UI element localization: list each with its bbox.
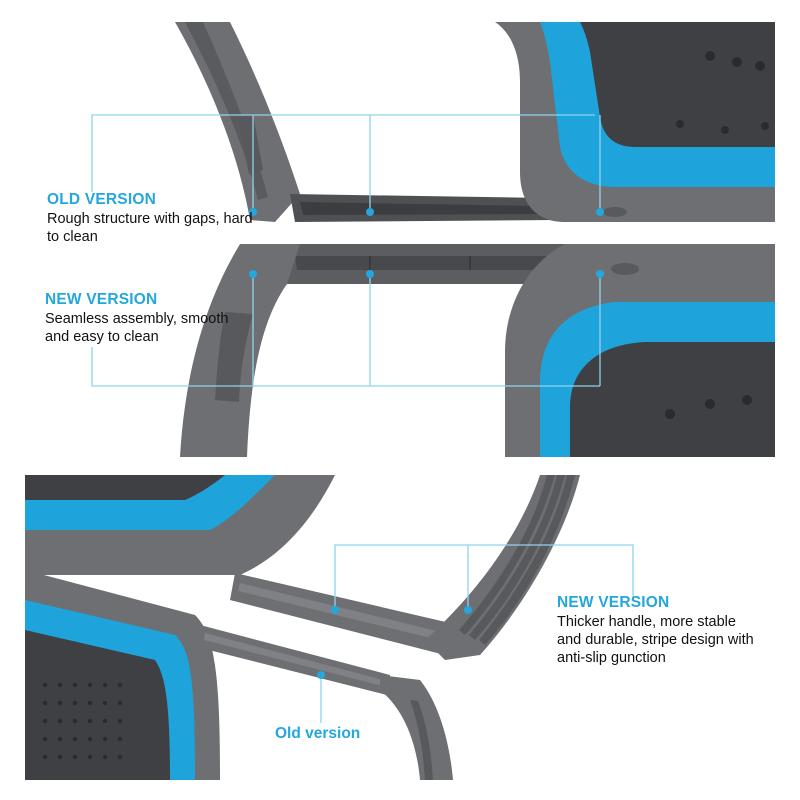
old-handle-assembly-bottom bbox=[25, 570, 453, 780]
new-version-description: Seamless assembly, smooth and easy to cl… bbox=[45, 311, 229, 345]
bottom-product-illustration bbox=[25, 475, 634, 780]
top-comparison-panel: OLD VERSION Rough structure with gaps, h… bbox=[25, 22, 775, 457]
new-version-title: NEW VERSION bbox=[45, 291, 158, 308]
bottom-callout-dots bbox=[317, 606, 472, 679]
bottom-callout-lines bbox=[320, 544, 634, 723]
old-version-description: Rough structure with gaps, hard to clean bbox=[47, 211, 253, 245]
new-handle-assembly bbox=[180, 244, 775, 457]
old-version-caption-top: OLD VERSION Rough structure with gaps, h… bbox=[47, 190, 257, 246]
top-callout-dots bbox=[249, 208, 604, 278]
new-version-title-bottom: NEW VERSION bbox=[557, 594, 670, 611]
new-version-caption-top: NEW VERSION Seamless assembly, smooth an… bbox=[45, 290, 235, 346]
top-product-illustration bbox=[91, 22, 775, 457]
new-handle-assembly-bottom bbox=[25, 475, 580, 660]
new-version-caption-bottom: NEW VERSION Thicker handle, more stable … bbox=[557, 593, 757, 667]
old-handle-assembly bbox=[175, 22, 775, 222]
old-version-label-bottom: Old version bbox=[275, 725, 361, 742]
top-callout-lines bbox=[91, 114, 601, 387]
basket-perforations bbox=[42, 682, 123, 760]
bottom-comparison-panel: NEW VERSION Thicker handle, more stable … bbox=[25, 475, 775, 780]
new-version-description-bottom: Thicker handle, more stable and durable,… bbox=[557, 614, 754, 666]
old-version-title: OLD VERSION bbox=[47, 191, 156, 208]
